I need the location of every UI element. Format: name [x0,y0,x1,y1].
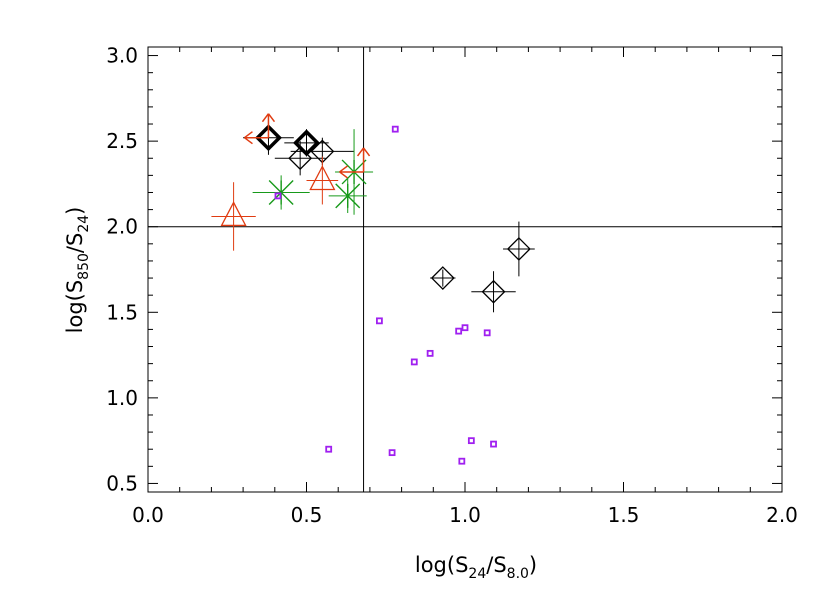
square-marker [410,358,418,366]
x-tick-label: 2.0 [766,503,798,527]
left-limit-arrow [339,165,364,179]
y-tick-label: 1.0 [106,386,138,410]
x-axis-label: log(S24/S8.0) [415,553,537,582]
square-marker [455,327,463,335]
y-tick-label: 0.5 [106,471,138,495]
data-markers [211,113,535,465]
up-limit-arrow [261,113,276,138]
bold-diamond-marker [254,124,282,152]
triangle-marker [309,165,336,191]
y-tick-label: 2.5 [106,129,138,153]
square-marker [376,317,383,325]
square-marker [458,457,466,465]
square-marker [391,125,399,133]
square-marker [461,324,469,332]
square-marker [274,192,282,200]
x-tick-label: 1.5 [608,503,640,527]
diamond-marker [506,237,531,261]
y-tick-label: 3.0 [106,44,138,68]
axis-ticks [147,47,783,492]
asterisk-marker [335,183,361,209]
left-limit-arrow [244,131,269,145]
square-marker [426,349,434,357]
x-tick-label: 0.0 [132,503,164,527]
asterisk-marker [268,179,294,205]
diamond-marker [481,279,506,304]
y-axis-label: log(S850/S24) [63,207,92,334]
plot-frame [147,46,783,493]
x-tick-label: 0.5 [291,503,323,527]
y-tick-label: 2.0 [106,215,138,239]
diamond-marker [288,146,313,171]
x-tick-label: 1.0 [449,503,481,527]
square-marker [325,445,333,453]
y-tick-label: 1.5 [106,300,138,324]
square-marker [490,440,497,448]
square-marker [467,437,475,445]
square-marker [388,449,396,457]
reference-lines [148,47,782,492]
up-limit-arrow [356,147,371,172]
triangle-marker [220,201,247,227]
diamond-marker [430,266,455,290]
tick-labels: 0.0 0.5 1.0 1.5 2.0 0.5 1.0 1.5 2.0 2.5 3.0 [106,44,798,527]
square-marker [483,329,491,337]
